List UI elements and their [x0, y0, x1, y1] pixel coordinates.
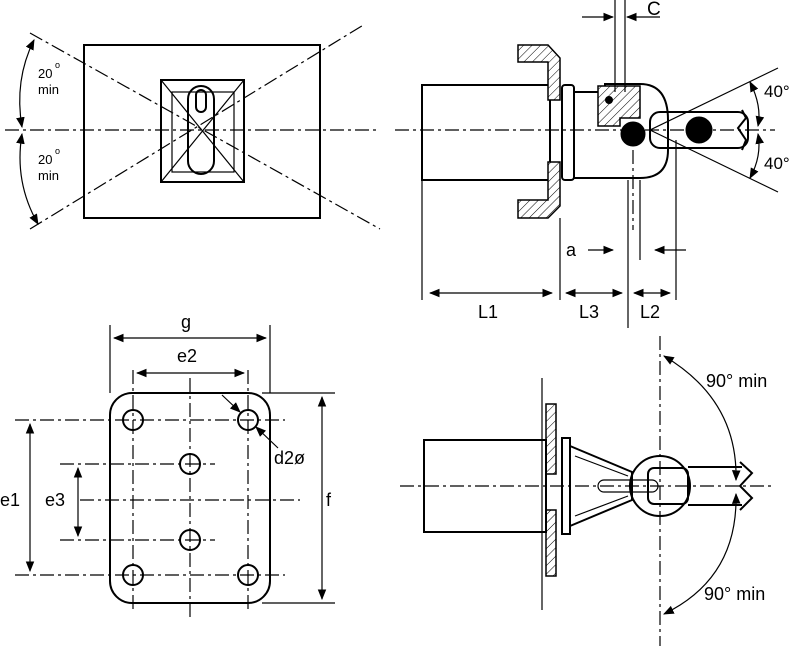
side-view: C 40° 40° a L1 L3 L2	[395, 0, 790, 328]
mount-hole	[122, 409, 144, 431]
label-e2: e2	[177, 346, 197, 366]
cable-break	[738, 461, 754, 511]
angle-bottom-unit: o	[55, 146, 60, 156]
mounting-plate-view: 20 o min 20 o min	[5, 23, 381, 230]
angle-arc-top	[749, 81, 765, 128]
angle-bottom: 40°	[764, 154, 790, 173]
d2-leader	[255, 426, 279, 449]
label-e3: e3	[45, 490, 65, 510]
mount-hole	[237, 409, 259, 431]
label-c: C	[647, 0, 661, 20]
angle-line	[29, 23, 366, 230]
mount-hole	[122, 564, 144, 586]
label-g: g	[181, 312, 191, 332]
label-l2: L2	[640, 302, 660, 322]
angle-ray-bottom	[649, 129, 779, 193]
rotation-view: 90° min 90° min	[400, 336, 775, 646]
angle-top: 40°	[764, 82, 790, 101]
rotation-arc-top	[663, 355, 741, 482]
cable-break	[736, 109, 748, 151]
angle-ray-top	[649, 67, 779, 131]
pin-small	[605, 96, 613, 104]
angle-line	[29, 32, 381, 230]
contact-hole	[179, 529, 201, 551]
angle-bottom-value: 20	[38, 152, 52, 167]
flange	[561, 437, 571, 535]
label-e1: e1	[0, 490, 20, 510]
flange	[561, 84, 575, 181]
label-l1: L1	[478, 302, 498, 322]
angle-arc-top	[16, 39, 35, 129]
socket-slot-inner	[195, 89, 207, 113]
bracket-top	[517, 44, 561, 101]
connector-clip	[597, 85, 641, 127]
label-a: a	[566, 240, 577, 260]
label-d2: d2ø	[274, 448, 305, 468]
label-f: f	[326, 490, 332, 510]
lamp-body	[423, 439, 547, 533]
pin-contact	[620, 121, 646, 147]
rotation-angle-top: 90° min	[706, 371, 767, 391]
angle-top-value: 20	[38, 66, 52, 81]
frame-diagonal	[160, 79, 245, 183]
rotation-arc-bottom	[663, 492, 741, 615]
hole-pattern-view: g e2 d2ø e1 e3 f	[0, 312, 335, 618]
contact-hole	[179, 453, 201, 475]
angle-top-suffix: min	[38, 82, 59, 97]
neck-inner	[574, 455, 629, 477]
wall-section-top	[545, 403, 557, 475]
wall-section-bottom	[545, 509, 557, 577]
neck-taper	[569, 445, 633, 527]
bracket-bottom	[517, 161, 561, 219]
angle-arc-bottom	[16, 132, 39, 225]
angle-top-unit: o	[55, 60, 60, 70]
rotation-angle-bottom: 90° min	[704, 584, 765, 604]
angle-arc-bottom	[749, 132, 764, 179]
d2-leader-top	[221, 394, 241, 413]
socket-inner-frame	[171, 91, 235, 173]
neck-inner	[574, 495, 629, 517]
label-l3: L3	[579, 302, 599, 322]
mount-hole	[237, 564, 259, 586]
pin-cable	[685, 116, 713, 144]
filament-slot	[597, 479, 659, 493]
lamp-body	[421, 84, 551, 181]
angle-bottom-suffix: min	[38, 168, 59, 183]
plate-outline	[83, 44, 321, 219]
socket-outer-frame	[160, 79, 245, 183]
connector-body	[573, 83, 669, 179]
